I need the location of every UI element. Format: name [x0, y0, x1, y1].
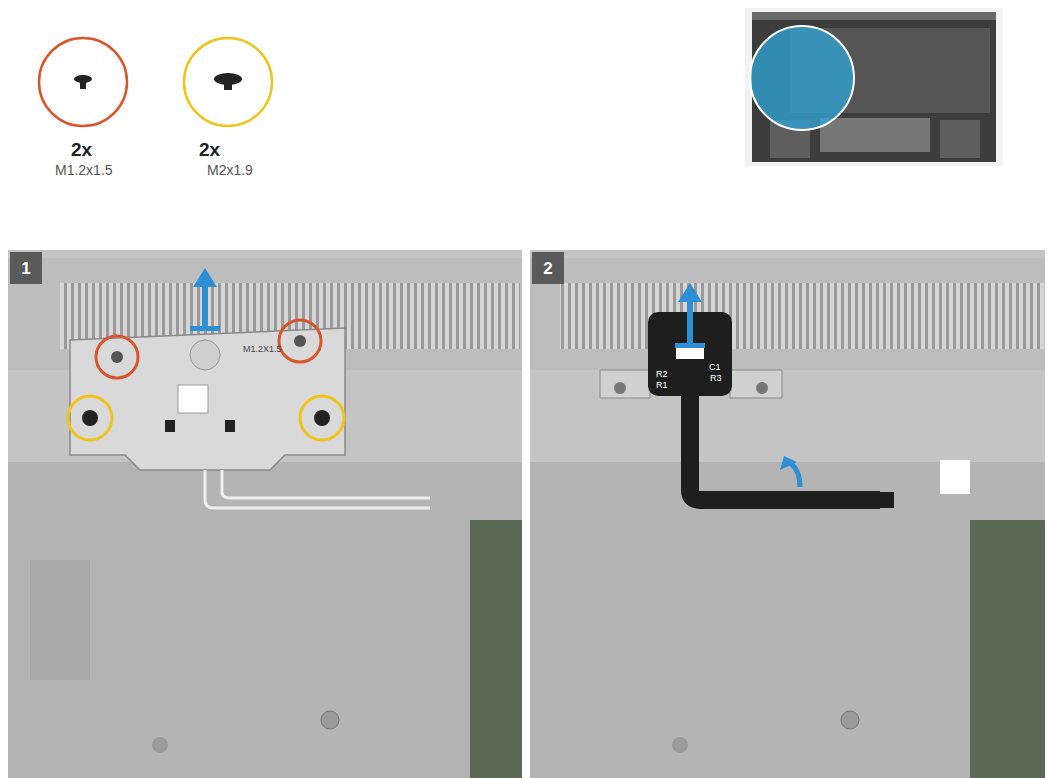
part-marking: C1: [709, 363, 721, 373]
step-number: 2: [543, 260, 552, 277]
screw-label: 2x: [71, 140, 92, 161]
screw-label: M2x1.9: [207, 163, 253, 178]
part-marking: M1.2X1.5: [243, 345, 282, 355]
part-marking: R2: [656, 370, 668, 380]
step-number: 1: [21, 260, 30, 277]
step-number-badge: 2: [532, 252, 564, 284]
step-number-badge: 1: [10, 252, 42, 284]
screw-label: M1.2x1.5: [55, 163, 113, 178]
part-marking: R1: [656, 381, 668, 391]
screw-label: 2x: [199, 140, 220, 161]
part-marking: R3: [710, 374, 722, 384]
